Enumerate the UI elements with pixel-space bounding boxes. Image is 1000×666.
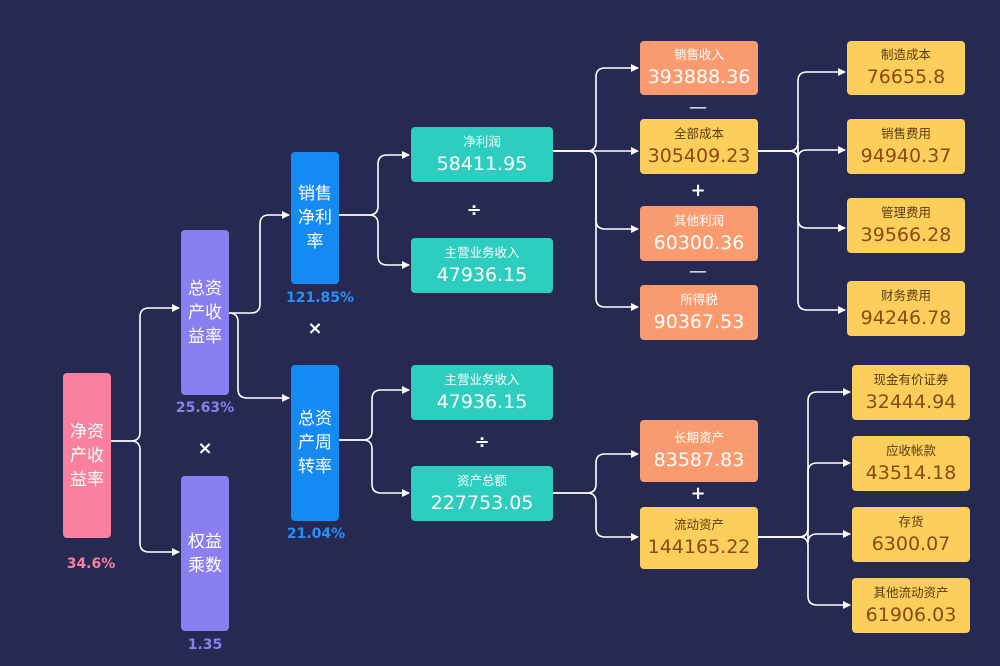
connector-line: [553, 150, 639, 311]
plus-operator: +: [690, 180, 706, 201]
main-revenue-label: 主营业务收入: [444, 371, 520, 387]
selling-expense-label: 销售费用: [880, 125, 931, 141]
connector-line: [339, 151, 410, 216]
roa-node[interactable]: 总资产收益率: [181, 230, 229, 395]
connector-line: [553, 492, 639, 541]
inventory-value: 6300.07: [871, 532, 951, 555]
income-tax-value: 90367.53: [653, 310, 745, 333]
cash-securities-value: 32444.94: [865, 390, 957, 413]
connector-line: [758, 388, 851, 538]
divide-operator: ÷: [466, 200, 482, 221]
manufacturing-cost-label: 制造成本: [880, 47, 931, 62]
inventory-label: 存货: [898, 513, 924, 529]
total-cost-value: 305409.23: [647, 144, 751, 167]
receivables-value: 43514.18: [865, 461, 957, 484]
times-operator: ×: [197, 438, 213, 459]
plus-operator: +: [690, 483, 706, 504]
minus-operator: —: [689, 97, 707, 118]
income-tax-label: 所得税: [680, 291, 718, 307]
equity-multiplier-node[interactable]: 权益乘数: [181, 476, 229, 631]
net-margin-label: 销售净利率: [298, 184, 332, 252]
asset-turnover-label: 总资产周转率: [298, 409, 332, 477]
connector-line: [758, 141, 846, 160]
connector-line: [758, 150, 846, 314]
total-assets-value: 227753.05: [430, 491, 534, 514]
other-profit-value: 60300.36: [653, 231, 745, 254]
equity-multiplier-label: 权益乘数: [188, 531, 222, 576]
connector-line: [758, 68, 846, 152]
receivables-label: 应收帐款: [885, 442, 936, 458]
cash-securities-node[interactable]: 现金有价证券 32444.94: [852, 365, 970, 420]
other-current-assets-node[interactable]: 其他流动资产 61906.03: [852, 578, 970, 633]
connector-line: [758, 459, 851, 538]
finance-expense-value: 94246.78: [860, 306, 952, 329]
main-revenue-node[interactable]: 主营业务收入 47936.15: [411, 238, 553, 293]
roe-label: 净资产收益率: [70, 421, 104, 490]
net-margin-value: 121.85%: [285, 290, 355, 306]
main-revenue-node[interactable]: 主营业务收入 47936.15: [411, 365, 553, 420]
selling-expense-value: 94940.37: [860, 144, 952, 167]
roe-node[interactable]: 净资产收益率: [63, 373, 111, 538]
connector-line: [229, 211, 290, 314]
net-margin-node[interactable]: 销售净利率: [291, 152, 339, 284]
divide-operator: ÷: [474, 432, 490, 453]
connector-line: [758, 536, 851, 609]
finance-expense-node[interactable]: 财务费用 94246.78: [847, 281, 965, 336]
minus-operator: —: [689, 261, 707, 282]
connector-line: [553, 64, 639, 152]
connector-line: [339, 386, 410, 441]
selling-expense-node[interactable]: 销售费用 94940.37: [847, 119, 965, 174]
receivables-node[interactable]: 应收帐款 43514.18: [852, 436, 970, 491]
equity-multiplier-value: 1.35: [187, 637, 223, 653]
current-assets-node[interactable]: 流动资产 144165.22: [640, 507, 758, 569]
inventory-node[interactable]: 存货 6300.07: [852, 507, 970, 562]
total-assets-label: 资产总额: [456, 472, 507, 488]
connector-line: [553, 450, 639, 494]
connector-line: [228, 312, 290, 402]
other-profit-node[interactable]: 其他利润 60300.36: [640, 206, 758, 261]
net-profit-node[interactable]: 净利润 58411.95: [411, 127, 553, 182]
roa-value: 25.63%: [175, 400, 235, 416]
current-assets-label: 流动资产: [673, 517, 724, 532]
manufacturing-cost-node[interactable]: 制造成本 76655.8: [847, 41, 965, 95]
main-revenue-label: 主营业务收入: [444, 244, 520, 260]
admin-expense-node[interactable]: 管理费用 39566.28: [847, 198, 965, 253]
net-profit-label: 净利润: [463, 133, 501, 149]
other-current-assets-label: 其他流动资产: [873, 584, 949, 600]
sales-revenue-label: 销售收入: [673, 47, 724, 62]
connector-line: [111, 440, 180, 556]
roe-value: 34.6%: [66, 556, 116, 572]
connector-line: [339, 214, 410, 269]
long-term-assets-value: 83587.83: [653, 449, 745, 471]
admin-expense-value: 39566.28: [860, 223, 952, 246]
manufacturing-cost-value: 76655.8: [866, 66, 946, 88]
sales-revenue-value: 393888.36: [647, 66, 751, 88]
other-profit-label: 其他利润: [673, 212, 724, 228]
admin-expense-label: 管理费用: [880, 204, 931, 220]
main-revenue-value: 47936.15: [436, 390, 528, 413]
total-cost-node[interactable]: 全部成本 305409.23: [640, 119, 758, 174]
net-profit-value: 58411.95: [436, 152, 528, 175]
income-tax-node[interactable]: 所得税 90367.53: [640, 285, 758, 340]
roa-label: 总资产收益率: [188, 278, 222, 347]
asset-turnover-node[interactable]: 总资产周转率: [291, 365, 339, 521]
cash-securities-label: 现金有价证券: [873, 371, 949, 387]
total-assets-node[interactable]: 资产总额 227753.05: [411, 466, 553, 521]
connector-line: [111, 304, 180, 442]
connector-line: [758, 150, 846, 232]
long-term-assets-label: 长期资产: [673, 430, 724, 445]
finance-expense-label: 财务费用: [880, 287, 931, 303]
asset-turnover-value: 21.04%: [286, 526, 346, 542]
times-operator: ×: [307, 318, 323, 339]
total-cost-label: 全部成本: [673, 125, 724, 141]
main-revenue-value: 47936.15: [436, 263, 528, 286]
connector-line: [339, 439, 410, 497]
current-assets-value: 144165.22: [647, 536, 751, 558]
long-term-assets-node[interactable]: 长期资产 83587.83: [640, 420, 758, 482]
other-current-assets-value: 61906.03: [865, 603, 957, 626]
connector-line: [758, 527, 851, 544]
sales-revenue-node[interactable]: 销售收入 393888.36: [640, 41, 758, 95]
